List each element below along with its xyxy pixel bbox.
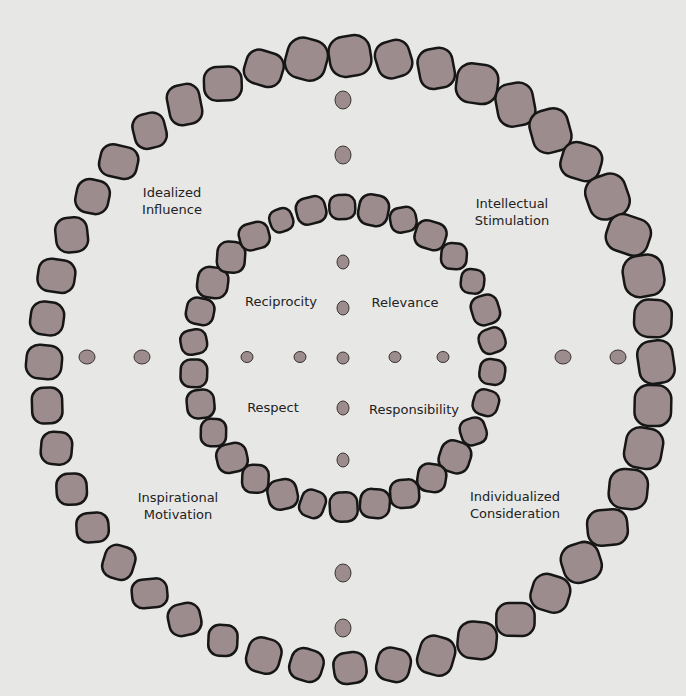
outer-stone (286, 645, 327, 685)
outer-stone (415, 45, 457, 91)
outer-stone (130, 110, 170, 152)
outer-stone (607, 468, 649, 511)
pebble-dot (79, 350, 95, 364)
outer-stone (243, 634, 284, 676)
pebble-dot (337, 401, 349, 415)
outer-stone (326, 33, 373, 79)
inner-stone (184, 296, 216, 327)
pebble-dot (335, 146, 351, 164)
outer-stone (456, 620, 498, 661)
inner-stone (296, 487, 328, 521)
quadrant-label: Respect (218, 400, 328, 417)
outer-stone (131, 577, 169, 609)
outer-stone (73, 177, 112, 217)
outer-stone (634, 385, 672, 427)
outer-stone (36, 257, 77, 295)
outer-stone (586, 508, 629, 547)
pebble-dot (337, 301, 349, 315)
outer-stone (374, 645, 414, 685)
inner-stone (478, 358, 507, 387)
inner-stone (236, 219, 272, 252)
inner-stone (267, 206, 296, 235)
pebble-dot (610, 350, 626, 364)
pebble-dot (241, 352, 253, 363)
quadrant-label: Inspirational Motivation (117, 490, 239, 524)
pebble-dot (337, 255, 349, 269)
inner-stone (329, 492, 358, 523)
outer-stone (25, 343, 64, 380)
pebble-dot (335, 564, 351, 582)
quadrant-label: Idealized Influence (122, 185, 222, 219)
quadrant-label: Intellectual Stimulation (456, 196, 568, 230)
inner-stone (294, 194, 329, 227)
outer-stone (635, 338, 676, 385)
inner-stone (440, 242, 467, 270)
outer-stone (99, 542, 138, 583)
outer-stone (208, 624, 238, 656)
outer-stone (622, 425, 666, 471)
inner-stone (416, 462, 448, 494)
outer-stone (165, 601, 203, 639)
inner-stone (179, 328, 209, 357)
outer-stone (56, 473, 88, 506)
outer-stone (454, 61, 500, 105)
pebble-dot (389, 352, 401, 363)
outer-stone (602, 210, 655, 259)
inner-stone (389, 479, 420, 509)
inner-stone (476, 325, 508, 357)
inner-stone (186, 389, 216, 420)
pebble-dot (335, 91, 351, 109)
outer-stone (620, 252, 666, 299)
quadrant-label: Reciprocity (226, 294, 336, 311)
pebble-dot (555, 350, 571, 364)
outer-stone (332, 650, 368, 685)
pebble-dot (437, 352, 449, 363)
inner-stone (470, 387, 501, 419)
outer-stone (76, 512, 110, 543)
pebble-dot (337, 352, 349, 364)
outer-stone (40, 431, 73, 466)
pebble-dot (335, 619, 351, 637)
pebble-dot (134, 350, 150, 364)
outer-stone (633, 299, 672, 338)
outer-stone (414, 632, 459, 679)
quadrant-label: Relevance (350, 295, 460, 312)
inner-stone (265, 477, 300, 512)
outer-stone (281, 34, 331, 84)
inner-stone (460, 268, 486, 294)
pebble-dot (294, 352, 306, 363)
inner-stone (329, 195, 356, 220)
outer-stone (165, 82, 205, 128)
outer-stone (97, 142, 141, 182)
inner-stone (359, 488, 391, 519)
outer-stone (28, 300, 65, 337)
outer-stone (54, 216, 89, 254)
inner-stone (180, 359, 207, 387)
inner-stone (356, 192, 391, 228)
inner-stone (468, 292, 503, 328)
outer-stone (204, 66, 243, 101)
outer-stone (241, 46, 287, 90)
inner-stone (388, 205, 418, 234)
quadrant-label: Individualized Consideration (451, 489, 579, 523)
quadrant-label: Responsibility (354, 402, 474, 419)
inner-stone (201, 419, 227, 447)
outer-stone (31, 387, 62, 424)
outer-stone (372, 36, 416, 81)
pebble-dot (337, 453, 349, 467)
outer-stone (496, 603, 535, 636)
